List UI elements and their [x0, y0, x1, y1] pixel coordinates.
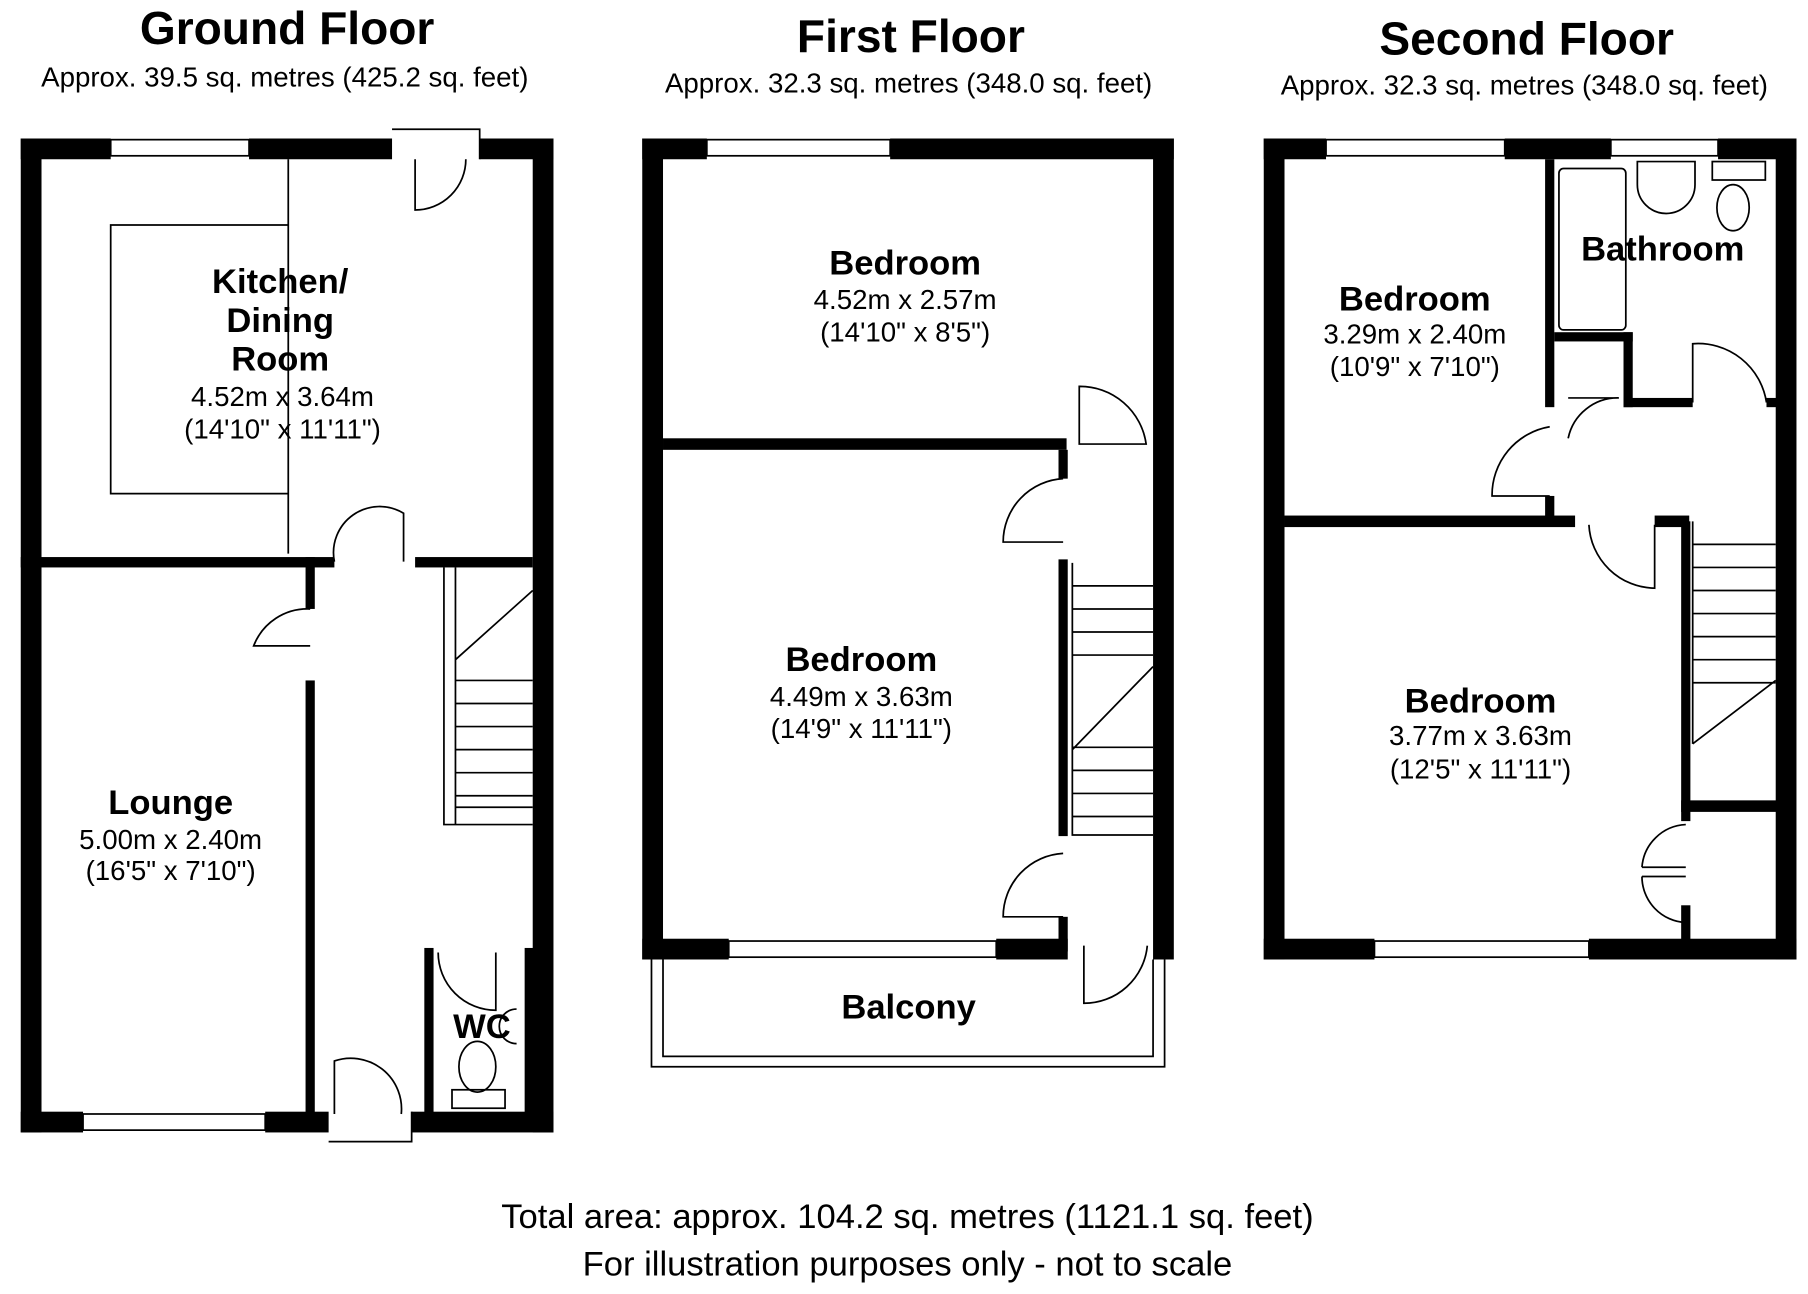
basin-icon — [498, 1008, 517, 1045]
toilet-icon — [458, 1040, 497, 1093]
svg-text:(14'10" x 8'5"): (14'10" x 8'5") — [820, 316, 990, 347]
window — [1609, 138, 1719, 157]
second-floor-title: Second Floor — [1379, 12, 1674, 64]
svg-text:Bedroom: Bedroom — [1339, 280, 1491, 318]
ground-floor: Ground Floor Approx. 39.5 sq. metres (42… — [20, 2, 554, 1143]
balcony-outline — [650, 959, 1166, 1068]
first-floor-area: Approx. 32.3 sq. metres (348.0 sq. feet) — [665, 67, 1152, 98]
svg-text:(10'9" x 7'10"): (10'9" x 7'10") — [1330, 351, 1500, 382]
room-label-bedroom-1: Bedroom 4.52m x 2.57m (14'10" x 8'5") — [814, 245, 997, 348]
ground-floor-title: Ground Floor — [140, 2, 435, 54]
svg-text:Kitchen/: Kitchen/ — [212, 263, 349, 301]
second-floor: Second Floor Approx. 32.3 sq. metres (34… — [1263, 12, 1797, 960]
room-label-lounge: Lounge 5.00m x 2.40m (16'5" x 7'10") — [79, 784, 262, 886]
wc-door — [437, 952, 497, 1012]
first-floor-title: First Floor — [797, 10, 1025, 62]
svg-text:(14'10" x 11'11"): (14'10" x 11'11") — [184, 413, 381, 444]
first-floor: First Floor Approx. 32.3 sq. metres (348… — [642, 10, 1174, 1068]
door — [1078, 385, 1148, 445]
svg-text:(14'9" x 11'11"): (14'9" x 11'11") — [771, 713, 952, 744]
balcony-door — [1083, 945, 1149, 1005]
cupboard-door — [1567, 397, 1619, 439]
room-label-bathroom: Bathroom — [1581, 231, 1744, 269]
bath-icon — [1558, 167, 1627, 331]
staircase — [1071, 562, 1154, 836]
second-floor-area: Approx. 32.3 sq. metres (348.0 sq. feet) — [1281, 70, 1768, 101]
svg-text:Bedroom: Bedroom — [785, 641, 937, 679]
room-label-kitchen: Kitchen/ Dining Room 4.52m x 3.64m (14'1… — [184, 263, 381, 444]
ground-floor-walls — [20, 138, 554, 1133]
cistern — [1711, 160, 1767, 181]
svg-text:4.52m x 3.64m: 4.52m x 3.64m — [191, 381, 374, 412]
ground-floor-area: Approx. 39.5 sq. metres (425.2 sq. feet) — [41, 62, 528, 93]
cistern — [451, 1088, 506, 1110]
room-label-balcony: Balcony — [841, 988, 976, 1026]
room-label-bedroom-3: Bedroom 3.29m x 2.40m (10'9" x 7'10") — [1323, 280, 1506, 382]
svg-text:Bedroom: Bedroom — [829, 245, 981, 283]
room-label-wc: WC — [453, 1008, 511, 1046]
back-door — [392, 128, 481, 211]
window — [727, 940, 998, 959]
svg-text:Lounge: Lounge — [108, 784, 233, 822]
lounge-door — [252, 608, 311, 647]
svg-text:3.77m x 3.63m: 3.77m x 3.63m — [1389, 720, 1572, 751]
bedroom-door — [1002, 477, 1064, 543]
window — [1325, 138, 1506, 157]
bedroom-door — [1002, 852, 1064, 918]
svg-text:5.00m x 2.40m: 5.00m x 2.40m — [79, 824, 262, 855]
kitchen-units — [109, 159, 290, 554]
room-label-bedroom-4: Bedroom 3.77m x 3.63m (12'5" x 11'11") — [1389, 683, 1572, 785]
svg-text:(12'5" x 11'11"): (12'5" x 11'11") — [1390, 753, 1571, 784]
svg-text:4.49m x 3.63m: 4.49m x 3.63m — [770, 681, 953, 712]
staircase — [1691, 521, 1777, 745]
wardrobe-doors — [1641, 823, 1686, 924]
bathroom-door — [1691, 342, 1768, 403]
svg-text:3.29m x 2.40m: 3.29m x 2.40m — [1323, 319, 1506, 350]
bedroom-door — [1588, 524, 1656, 590]
window — [705, 138, 892, 157]
disclaimer: For illustration purposes only - not to … — [583, 1245, 1233, 1283]
window — [1373, 940, 1590, 959]
svg-text:Dining: Dining — [226, 302, 334, 340]
bedroom-door — [1491, 425, 1550, 497]
basin-icon — [1636, 160, 1696, 215]
window — [109, 138, 250, 157]
second-floor-walls — [1263, 138, 1797, 960]
kitchen-door — [332, 505, 405, 562]
toilet-icon — [1716, 183, 1751, 232]
svg-text:4.52m x 2.57m: 4.52m x 2.57m — [814, 284, 997, 315]
front-door — [328, 1057, 413, 1143]
total-area: Total area: approx. 104.2 sq. metres (11… — [501, 1198, 1313, 1236]
window — [82, 1113, 267, 1131]
staircase — [443, 567, 534, 826]
svg-text:Bedroom: Bedroom — [1405, 683, 1557, 721]
svg-text:(16'5" x 7'10"): (16'5" x 7'10") — [86, 855, 256, 886]
svg-text:Room: Room — [231, 340, 329, 378]
room-label-bedroom-2: Bedroom 4.49m x 3.63m (14'9" x 11'11") — [770, 641, 953, 744]
first-floor-walls — [642, 138, 1174, 960]
